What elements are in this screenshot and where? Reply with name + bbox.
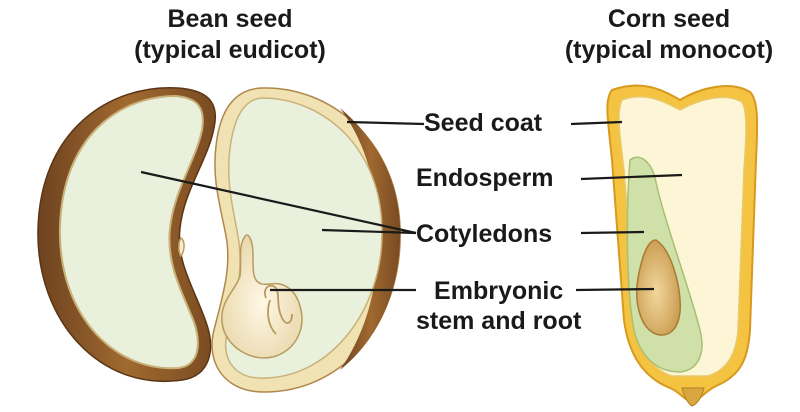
bean-embryonic-stem-root xyxy=(221,234,303,359)
bean-left-cotyledon xyxy=(58,94,204,370)
leader-lines xyxy=(140,120,683,292)
corn-title-line2: (typical monocot) xyxy=(564,36,774,64)
leader-cotyledon-left xyxy=(140,170,417,235)
label-embryonic-line2: stem and root xyxy=(416,307,582,335)
leader-cotyledon-corn xyxy=(580,230,645,235)
bean-right-seed-coat-rim xyxy=(340,108,401,370)
corn-seed-title: Corn seed (typical monocot) xyxy=(540,4,798,66)
bean-seed-title: Bean seed (typical eudicot) xyxy=(80,4,380,66)
leader-cotyledon-right xyxy=(321,228,417,235)
label-cotyledons: Cotyledons xyxy=(416,220,553,248)
bean-title-line1: Bean seed xyxy=(167,5,293,33)
label-embryonic-stem-root: Embryonic stem and root xyxy=(416,276,581,336)
label-embryonic-line1: Embryonic xyxy=(434,277,564,305)
label-endosperm: Endosperm xyxy=(416,164,554,192)
corn-title-line1: Corn seed xyxy=(607,5,731,33)
leader-endosperm xyxy=(580,173,683,181)
bean-embryo-leaves xyxy=(264,284,293,335)
bean-title-line2: (typical eudicot) xyxy=(134,36,326,64)
bean-left-embryo-bud xyxy=(178,236,185,258)
bean-left-half xyxy=(37,87,216,383)
leader-seed-coat-right xyxy=(570,120,623,126)
label-seed-coat: Seed coat xyxy=(424,109,543,137)
leader-seed-coat-left xyxy=(346,120,425,126)
corn-tip xyxy=(681,387,705,407)
corn-seed xyxy=(606,84,759,407)
leader-embryonic-right xyxy=(575,287,655,292)
bean-right-half xyxy=(211,87,401,393)
corn-embryo xyxy=(636,239,681,336)
